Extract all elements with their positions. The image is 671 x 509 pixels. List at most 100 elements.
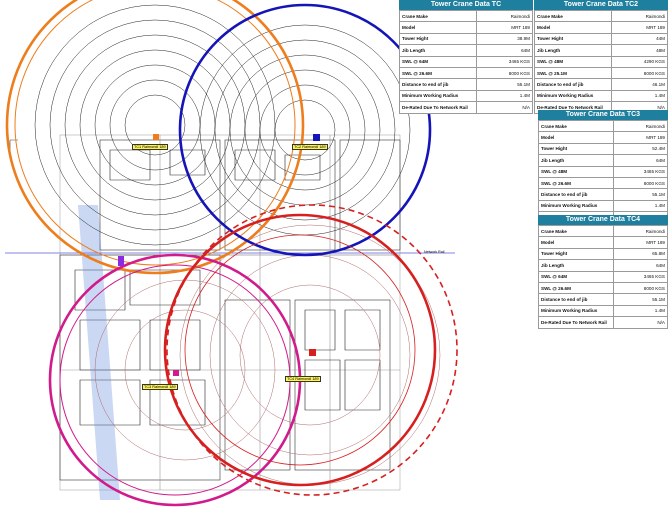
row-label: SWL @ 25.1M bbox=[533, 66, 613, 80]
row-label: Tower Hight bbox=[398, 32, 478, 46]
row-label: Minimum Working Radius bbox=[533, 89, 613, 103]
row-label: Crane Make bbox=[533, 9, 613, 23]
tc4-inner-circle bbox=[184, 234, 416, 466]
row-label: Crane Make bbox=[398, 9, 478, 23]
row-label: Distance to end of jib bbox=[538, 188, 614, 201]
row-value: 8000 KGS bbox=[611, 66, 668, 80]
row-value: 64M bbox=[612, 259, 669, 272]
purple-marker bbox=[118, 256, 124, 266]
row-value: 1.4M bbox=[612, 304, 669, 318]
radius-rings-tc2 bbox=[199, 24, 411, 236]
tc1-swing-circle bbox=[5, 0, 305, 275]
row-value: 38.9M bbox=[476, 32, 533, 46]
tc3-table-title: Tower Crane Data TC3 bbox=[538, 110, 668, 120]
row-value: 1.4M bbox=[611, 89, 668, 103]
row-label: Minimum Working Radius bbox=[538, 199, 614, 213]
tc3-base bbox=[173, 370, 179, 376]
row-value: MRT 189 bbox=[476, 21, 533, 34]
radius-rings-lower bbox=[94, 224, 441, 486]
row-value: 65.8M bbox=[612, 247, 669, 261]
row-value: Raimondi bbox=[612, 119, 669, 133]
row-label: Jib Length bbox=[538, 259, 614, 272]
row-value: 1.4M bbox=[612, 199, 669, 213]
row-value: 1.4M bbox=[476, 89, 533, 103]
row-value: 8000 KGS bbox=[476, 66, 533, 80]
row-label: De-Rated Due To Network Rail bbox=[538, 316, 614, 329]
row-label: Crane Make bbox=[538, 224, 614, 238]
tc1-base bbox=[153, 134, 159, 140]
tc1-table-title: Tower Crane Data TC bbox=[399, 0, 533, 10]
row-label: Minimum Working Radius bbox=[398, 89, 478, 103]
tc4-base bbox=[309, 349, 316, 356]
row-label: Distance to end of jib bbox=[538, 293, 614, 306]
row-label: SWL @ 26.6M bbox=[538, 176, 614, 190]
row-label: SWL @ 64M bbox=[398, 55, 478, 68]
row-label: SWL @ 26.6M bbox=[398, 66, 478, 80]
tc4-dashed-circle bbox=[166, 204, 458, 496]
row-label: Model bbox=[538, 131, 614, 144]
row-value: 64M bbox=[476, 44, 533, 57]
row-value: Raimondi bbox=[611, 9, 668, 23]
site-plan-linework bbox=[5, 134, 455, 491]
row-label: SWL @ 64M bbox=[538, 270, 614, 283]
tc4-swing-circle bbox=[163, 213, 437, 487]
row-value: 3465 KGS bbox=[476, 55, 533, 68]
row-label: SWL @ 26.6M bbox=[538, 281, 614, 295]
row-label: Jib Length bbox=[538, 154, 614, 167]
row-value: 46.1M bbox=[611, 78, 668, 91]
row-value: 55.1M bbox=[476, 78, 533, 91]
row-value: MRT 189 bbox=[612, 236, 669, 249]
tc1-inner-circle bbox=[14, 0, 296, 266]
row-value: 55.1M bbox=[612, 293, 669, 306]
row-label: Model bbox=[538, 236, 614, 249]
row-label: De-Rated Due To Network Rail bbox=[398, 101, 478, 114]
row-value: N/A bbox=[476, 101, 533, 114]
row-value: MRT 189 bbox=[612, 131, 669, 144]
network-rail-label: Network Rail bbox=[424, 250, 445, 254]
row-value: 48M bbox=[611, 44, 668, 57]
tc2-tag: TC2 Raimondi 189 bbox=[292, 144, 328, 150]
tc2-table-title: Tower Crane Data TC2 bbox=[534, 0, 668, 10]
tc4-table-title: Tower Crane Data TC4 bbox=[538, 215, 668, 225]
row-value: 55.1M bbox=[612, 188, 669, 201]
row-value: Raimondi bbox=[476, 9, 533, 23]
row-label: Minimum Working Radius bbox=[538, 304, 614, 318]
row-value: 44M bbox=[611, 32, 668, 46]
row-value: Raimondi bbox=[612, 224, 669, 238]
row-value: 4290 KGS bbox=[611, 55, 668, 68]
row-label: Jib Length bbox=[533, 44, 613, 57]
row-label: Tower Hight bbox=[538, 247, 614, 261]
row-label: Model bbox=[398, 21, 478, 34]
row-label: Model bbox=[533, 21, 613, 34]
row-value: 3465 KGS bbox=[612, 165, 669, 178]
